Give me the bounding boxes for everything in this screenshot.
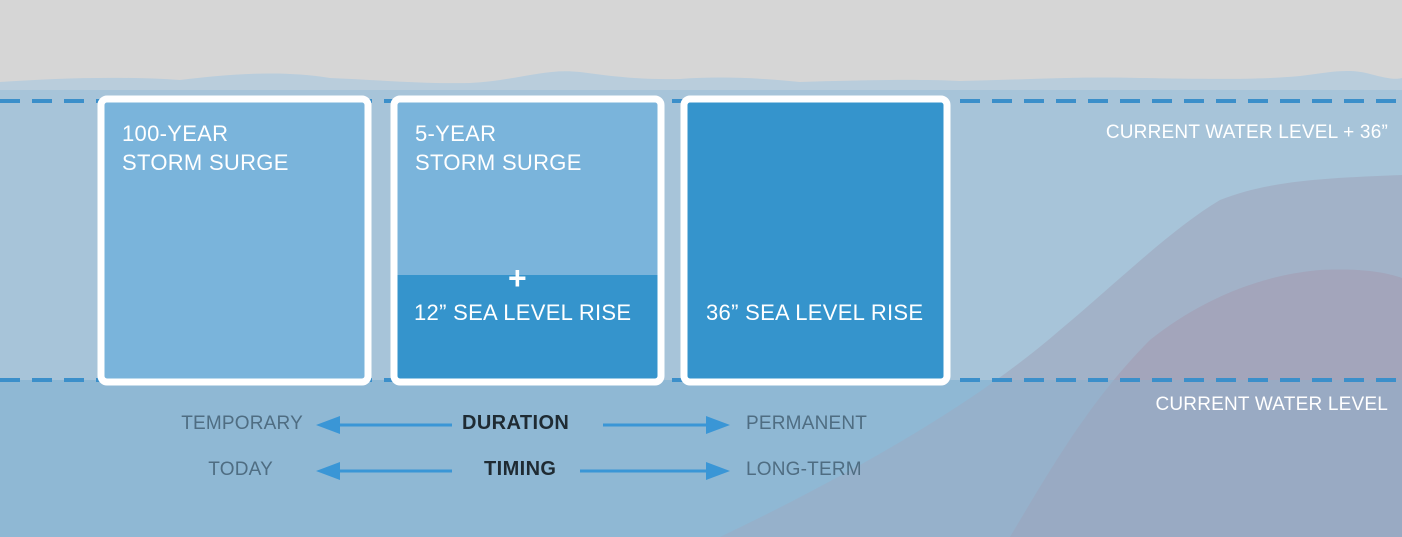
duration-arrow-right-head [706, 416, 730, 434]
scenario-box-5-year-fill-bottom [394, 275, 661, 382]
scenario-2-title-line-1: 5-YEAR [415, 121, 497, 146]
scenario-1-title-line-1: 100-YEAR [122, 121, 229, 146]
scenario-2-rise-label: 12” SEA LEVEL RISE [414, 300, 632, 325]
lower-water-tint [0, 380, 1402, 537]
timing-arrow-left-head [316, 462, 340, 480]
current-water-level-label: CURRENT WATER LEVEL [1155, 394, 1388, 415]
timing-left-label: TODAY [208, 459, 273, 480]
scenario-box-5-year [390, 95, 665, 386]
scenario-1-title-line-2: STORM SURGE [122, 150, 289, 175]
upper-water-level-label: CURRENT WATER LEVEL + 36” [1105, 122, 1388, 143]
duration-arrow-left-head [316, 416, 340, 434]
duration-right-label: PERMANENT [746, 413, 868, 434]
scenario-2-title-line-2: STORM SURGE [415, 150, 582, 175]
land-hill-front [1010, 269, 1402, 537]
plus-sign: + [508, 260, 527, 296]
duration-center-label: DURATION [462, 412, 570, 434]
duration-left-label: TEMPORARY [181, 413, 303, 434]
scenario-box-100-year [97, 95, 372, 386]
scenario-box-36-inch [680, 95, 951, 386]
scenario-box-5-year-fill-top [394, 99, 661, 275]
timing-right-label: LONG-TERM [746, 459, 862, 480]
timing-arrow-right-head [706, 462, 730, 480]
timing-center-label: TIMING [484, 458, 557, 480]
scenario-3-rise-label: 36” SEA LEVEL RISE [706, 300, 924, 325]
